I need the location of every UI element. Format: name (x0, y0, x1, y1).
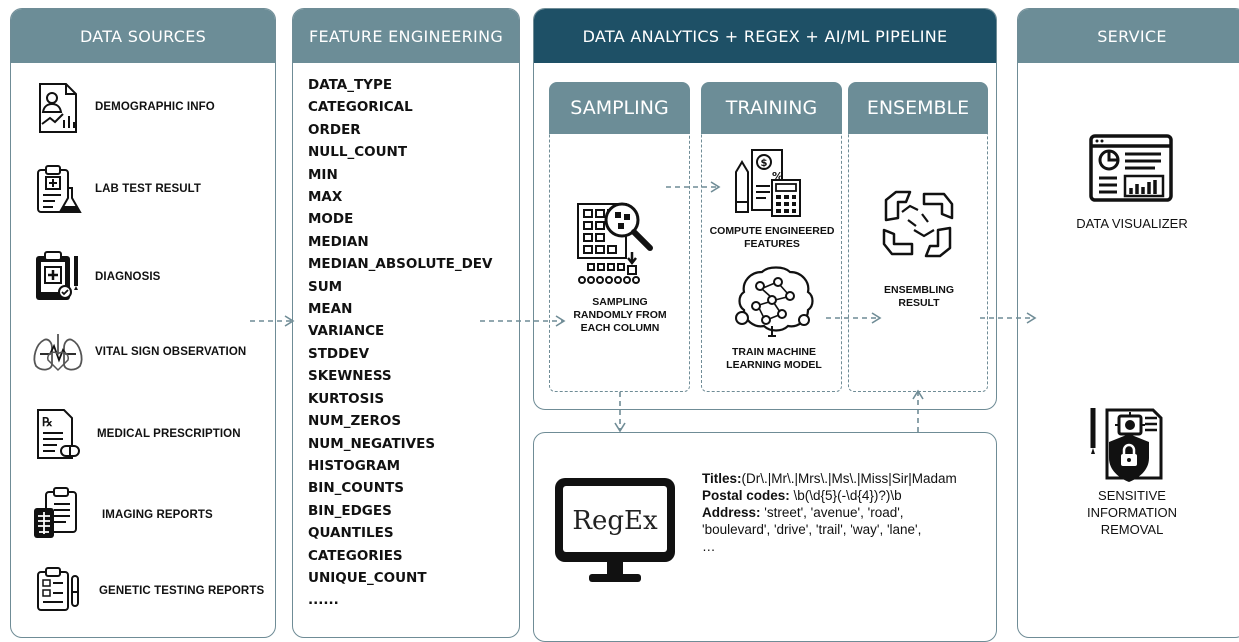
connector-arrows (250, 181, 1037, 433)
feature-item: HISTOGRAM (308, 457, 401, 474)
svg-text:$: $ (761, 158, 768, 169)
vital-sign-icon (33, 334, 83, 372)
pipeline-header: DATA ANALYTICS + REGEX + AI/ML PIPELINE (534, 9, 996, 63)
source-label-lab-test: LAB TEST RESULT (95, 183, 202, 195)
ensemble-hands-icon (882, 190, 954, 258)
training-header: TRAINING (701, 82, 842, 134)
data-sources-header: DATA SOURCES (11, 9, 275, 63)
feature-item: CATEGORICAL (308, 99, 413, 116)
sampling-header: SAMPLING (549, 82, 690, 134)
demographic-icon (39, 83, 77, 133)
data-visualizer-icon (1089, 134, 1173, 202)
svg-text:%: % (772, 170, 783, 183)
regex-ellipsis: … (702, 539, 716, 554)
feature-item: BIN_EDGES (308, 502, 392, 519)
regex-patterns: Titles:(Dr\.|Mr\.|Mrs\.|Ms\.|Miss|Sir|Ma… (702, 470, 968, 555)
regex-address-label: Address: (702, 505, 761, 520)
feature-item: CATEGORIES (308, 547, 403, 564)
sensitive-label-line-2: INFORMATION (1086, 505, 1178, 520)
sensitive-label-line-1: SENSITIVE (1098, 488, 1166, 503)
feature-item: BIN_COUNTS (308, 480, 404, 497)
source-label-vital-sign: VITAL SIGN OBSERVATION (95, 346, 247, 358)
source-label-genetic-testing: GENETIC TESTING REPORTS (99, 585, 265, 597)
source-label-prescription: MEDICAL PRESCRIPTION (97, 428, 241, 440)
feature-item: SUM (308, 278, 343, 295)
ml-model-icon (735, 266, 814, 337)
feature-engineering-panel: FEATURE ENGINEERING (292, 8, 520, 638)
regex-titles: Titles:(Dr\.|Mr\.|Mrs\.|Ms\.|Miss|Sir|Ma… (702, 470, 968, 487)
compute-features-icon: $ % (735, 149, 801, 217)
regex-postal-label: Postal codes: (702, 488, 790, 503)
diagnosis-icon (36, 251, 78, 300)
compute-features-caption: COMPUTE ENGINEERED FEATURES (702, 225, 842, 251)
feature-item: VARIANCE (308, 323, 385, 340)
train-caption-line-1: TRAIN MACHINE (732, 346, 816, 358)
ensemble-caption-line-1: ENSEMBLING (883, 284, 954, 296)
ensemble-header: ENSEMBLE (848, 82, 988, 134)
sensitive-info-label: SENSITIVE INFORMATION REMOVAL (1022, 487, 1239, 538)
service-panel: SERVICE (1017, 8, 1239, 638)
imaging-icon (34, 487, 77, 538)
regex-address: Address: 'street', 'avenue', 'road', 'bo… (702, 504, 968, 538)
sampling-caption-line-2: RANDOMLY FROM (573, 309, 667, 321)
ensemble-caption: ENSEMBLING RESULT (850, 284, 988, 310)
feature-item: MEDIAN (308, 233, 369, 250)
feature-item: UNIQUE_COUNT (308, 569, 427, 586)
compute-caption-line-2: FEATURES (744, 238, 800, 250)
regex-postal: Postal codes: \b(\d{5}(-\d{4})?)\b (702, 487, 968, 504)
feature-item: NUM_NEGATIVES (308, 435, 436, 452)
feature-item: MAX (308, 189, 343, 206)
train-model-caption: TRAIN MACHINE LEARNING MODEL (704, 346, 844, 372)
sensitive-label-line-3: REMOVAL (1100, 522, 1164, 537)
feature-item: NUM_ZEROS (308, 413, 402, 430)
feature-item: ...... (308, 592, 339, 609)
sensitive-info-icon (1090, 408, 1163, 482)
regex-postal-value: \b(\d{5}(-\d{4})?)\b (789, 488, 902, 503)
regex-monitor-text: RegEx (572, 506, 658, 536)
feature-item: STDDEV (308, 345, 370, 362)
svg-text:℞: ℞ (42, 415, 53, 429)
feature-item: DATA_TYPE (308, 77, 393, 93)
feature-item: KURTOSIS (308, 390, 385, 407)
feature-list: DATA_TYPE CATEGORICAL ORDER NULL_COUNT MIN MA… (308, 74, 492, 612)
feature-item: NULL_COUNT (308, 144, 408, 161)
feature-item: MIN (308, 166, 338, 183)
genetic-testing-icon (37, 567, 79, 611)
lab-test-icon (37, 165, 82, 213)
feature-item: MEDIAN_ABSOLUTE_DEV (308, 256, 493, 273)
source-label-diagnosis: DIAGNOSIS (95, 271, 161, 283)
feature-item: MODE (308, 211, 354, 228)
regex-titles-label: Titles: (702, 471, 742, 486)
feature-item: ORDER (308, 121, 361, 138)
feature-item: QUANTILES (308, 525, 394, 542)
regex-address-value: 'street', 'avenue', 'road', 'boulevard',… (702, 505, 922, 537)
sampling-grid-icon (577, 202, 653, 284)
ensemble-caption-line-2: RESULT (898, 297, 940, 309)
regex-titles-value: (Dr\.|Mr\.|Mrs\.|Ms\.|Miss|Sir|Madam (741, 471, 957, 486)
source-label-demographic: DEMOGRAPHIC INFO (95, 101, 215, 113)
feature-item: SKEWNESS (308, 368, 392, 385)
compute-caption-line-1: COMPUTE ENGINEERED (709, 225, 835, 237)
feature-engineering-header: FEATURE ENGINEERING (293, 9, 519, 63)
regex-monitor-icon: RegEx (555, 478, 675, 582)
sampling-caption-line-1: SAMPLING (592, 296, 648, 308)
source-label-imaging: IMAGING REPORTS (102, 509, 213, 521)
data-visualizer-label: DATA VISUALIZER (1076, 216, 1188, 231)
service-header: SERVICE (1018, 9, 1239, 63)
prescription-icon: ℞ (37, 409, 80, 459)
feature-item: MEAN (308, 301, 353, 318)
sampling-caption-line-3: EACH COLUMN (580, 322, 660, 334)
train-caption-line-2: LEARNING MODEL (726, 359, 822, 371)
sampling-caption: SAMPLING RANDOMLY FROM EACH COLUMN (552, 296, 688, 335)
